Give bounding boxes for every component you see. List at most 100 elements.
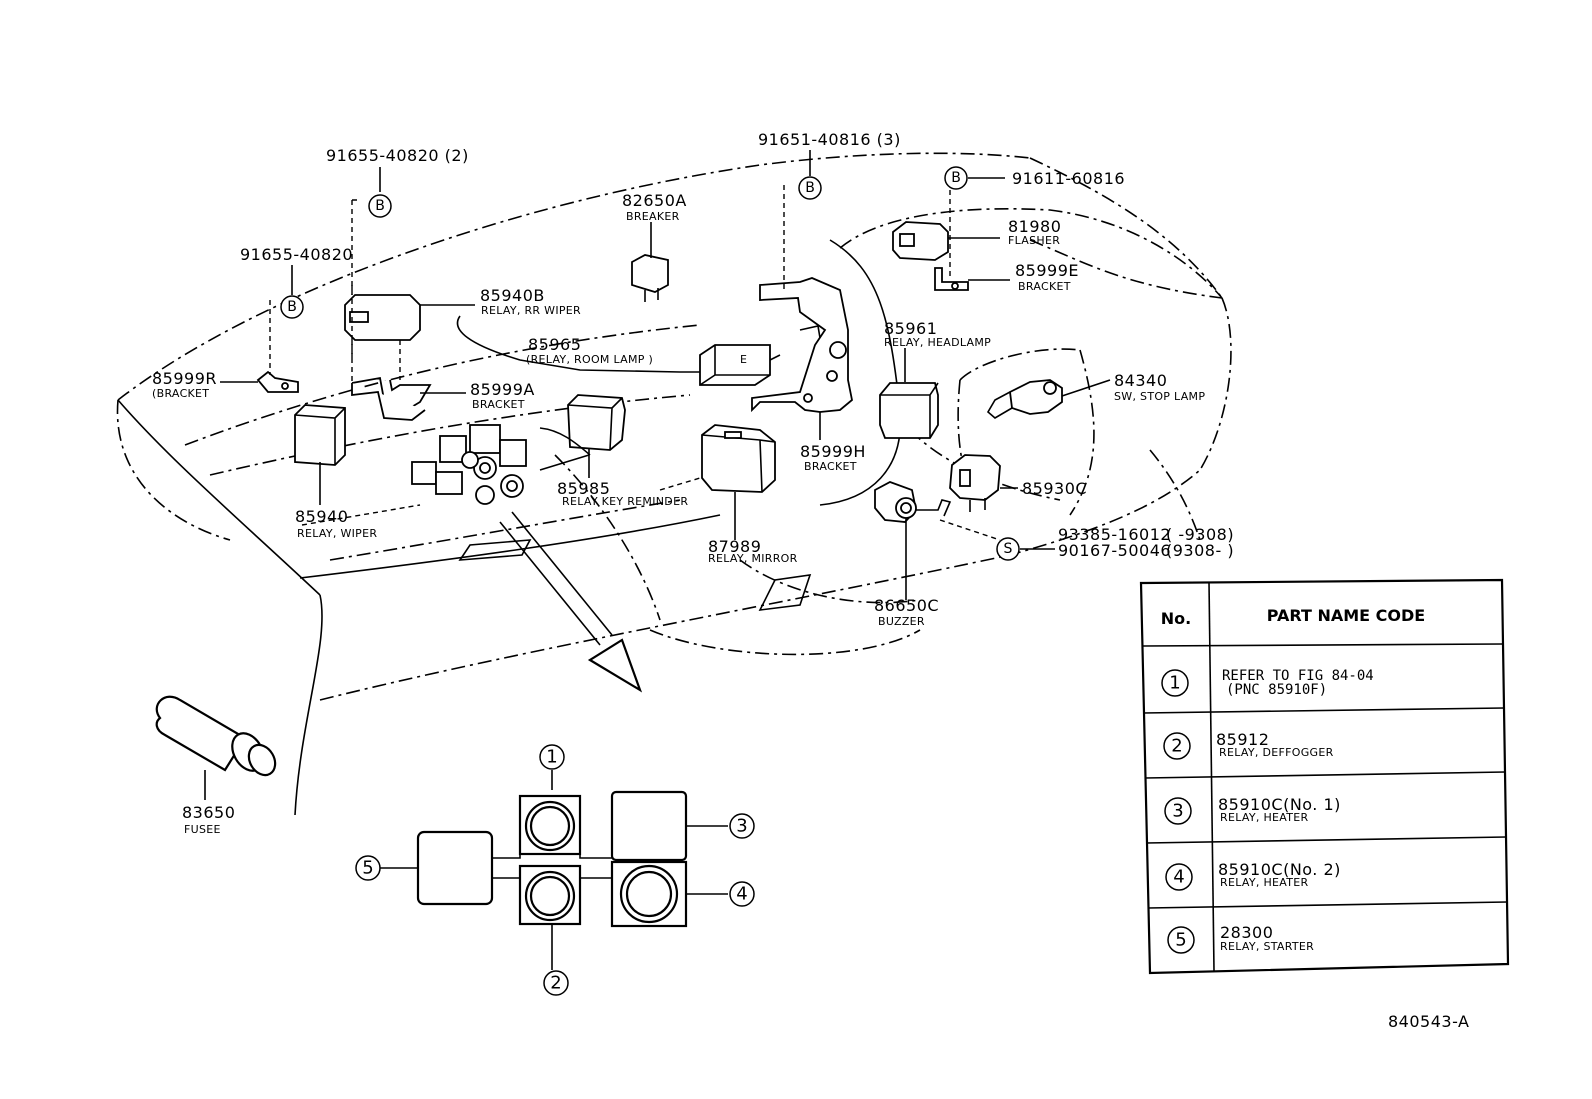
bracket-h-shape <box>751 277 853 413</box>
svg-text:2: 2 <box>550 973 561 994</box>
svg-text:(PNC 85910F): (PNC 85910F) <box>1226 682 1327 698</box>
callout-85985: 85985 <box>557 479 610 498</box>
svg-text:E: E <box>740 353 747 366</box>
callout-85999r: 85999R <box>152 369 217 388</box>
callout-87989-name: RELAY, MIRROR <box>708 552 798 565</box>
svg-text:28300: 28300 <box>1220 923 1273 942</box>
callout-85999a: 85999A <box>470 380 535 399</box>
callout-85999e: 85999E <box>1015 261 1079 280</box>
table-header-name: PART NAME CODE <box>1267 606 1425 625</box>
callout-85999a-name: BRACKET <box>472 398 525 411</box>
callout-85985-name: RELAY KEY REMINDER <box>562 495 688 508</box>
relay-cluster-shape <box>411 424 527 505</box>
bolt-symbol-b-3: B <box>944 166 968 190</box>
svg-text:5: 5 <box>1175 930 1186 951</box>
callout-85940b: 85940B <box>480 286 545 305</box>
svg-text:1: 1 <box>1169 673 1180 694</box>
callout-83650-name: FUSEE <box>184 823 221 836</box>
relay-wiper-shape <box>294 404 346 466</box>
table-row: 3 85910C(No. 1) RELAY, HEATER <box>1164 795 1341 825</box>
buzzer-shape <box>874 481 952 523</box>
svg-text:85910C(No. 2): 85910C(No. 2) <box>1218 860 1341 879</box>
svg-text:4: 4 <box>736 884 747 905</box>
bolt-symbol-b-2: B <box>798 176 822 200</box>
bolt-symbol-b-4: B <box>280 295 304 319</box>
callout-87989: 87989 <box>708 537 761 556</box>
detail-marker-4: 4 <box>729 881 755 907</box>
leader-lines <box>204 150 1111 800</box>
table-row: 2 85912 RELAY, DEFFOGGER <box>1163 730 1334 760</box>
relay-rr-wiper-shape <box>344 294 421 341</box>
callout-81980-name: FLASHER <box>1008 234 1060 247</box>
svg-text:B: B <box>375 198 385 214</box>
callout-86650c: 86650C <box>874 596 939 615</box>
callout-85940: 85940 <box>295 507 348 526</box>
callout-90167-50046-range: (9308- ) <box>1166 541 1234 560</box>
callout-81980: 81980 <box>1008 217 1061 236</box>
callout-93385-16012: 93385-16012 <box>1058 525 1171 544</box>
table-row: 4 85910C(No. 2) RELAY, HEATER <box>1165 860 1341 891</box>
callout-85965-name: (RELAY, ROOM LAMP ) <box>526 353 653 366</box>
svg-text:3: 3 <box>736 816 747 837</box>
svg-text:85910C(No. 1): 85910C(No. 1) <box>1218 795 1341 814</box>
callout-91655-40820: 91655-40820 <box>240 245 353 264</box>
part-name-table: No. PART NAME CODE 1 REFER TO FIG 84-04 … <box>1139 578 1510 975</box>
svg-text:RELAY, HEATER: RELAY, HEATER <box>1220 811 1309 824</box>
stop-lamp-switch-shape <box>986 379 1063 419</box>
callout-85999h: 85999H <box>800 442 866 461</box>
callout-labels: 91655-40820 (2) 91651-40816 (3) 91611-60… <box>152 130 1234 836</box>
callout-85965: 85965 <box>528 335 581 354</box>
callout-85961-name: RELAY, HEADLAMP <box>884 336 991 349</box>
bolt-symbols: B B B B S <box>280 166 1020 561</box>
drawing-number: 840543-A <box>1388 1012 1469 1031</box>
svg-text:B: B <box>805 180 815 196</box>
callout-83650: 83650 <box>182 803 235 822</box>
callout-91651-40816: 91651-40816 (3) <box>758 130 901 149</box>
relay-key-reminder-shape <box>567 394 626 451</box>
callout-85940-name: RELAY, WIPER <box>297 527 377 540</box>
callout-84340: 84340 <box>1114 371 1167 390</box>
detail-arrow <box>499 511 643 693</box>
svg-text:RELAY, DEFFOGGER: RELAY, DEFFOGGER <box>1219 746 1334 759</box>
table-row: 1 REFER TO FIG 84-04 (PNC 85910F) <box>1161 668 1374 698</box>
callout-82650a: 82650A <box>622 191 687 210</box>
detail-marker-5: 5 <box>355 855 381 881</box>
svg-text:REFER TO FIG 84-04: REFER TO FIG 84-04 <box>1222 668 1374 684</box>
bracket-r-shape <box>256 370 299 393</box>
bracket-e-shape <box>934 267 969 291</box>
callout-93385-16012-range: ( -9308) <box>1166 525 1234 544</box>
detail-marker-3: 3 <box>729 813 755 839</box>
detail-marker-2: 2 <box>543 970 569 996</box>
bolt-symbol-b-1: B <box>368 194 392 218</box>
fusee-shape <box>155 695 277 777</box>
relay-room-lamp-shape: E <box>699 344 771 386</box>
callout-90167-50046: 90167-50046 <box>1058 541 1171 560</box>
callout-82650a-name: BREAKER <box>626 210 680 223</box>
bracket-a-shape <box>351 376 432 421</box>
callout-85940b-name: RELAY, RR WIPER <box>481 304 581 317</box>
flasher-shape <box>892 221 949 261</box>
detail-view: 1 2 3 4 5 <box>355 744 755 996</box>
breaker-shape <box>631 254 669 302</box>
svg-text:85912: 85912 <box>1216 730 1269 749</box>
svg-text:3: 3 <box>1172 801 1183 822</box>
callout-91655-40820-2: 91655-40820 (2) <box>326 146 469 165</box>
relay-headlamp-shape <box>879 382 939 439</box>
svg-text:2: 2 <box>1171 736 1182 757</box>
callout-85999h-name: BRACKET <box>804 460 857 473</box>
callout-85999e-name: BRACKET <box>1018 280 1071 293</box>
relay-mirror-shape <box>701 424 776 493</box>
detail-marker-1: 1 <box>539 744 565 770</box>
callout-85999r-name: (BRACKET <box>152 387 209 400</box>
svg-text:B: B <box>287 299 297 315</box>
callout-85930c: 85930C <box>1022 479 1087 498</box>
table-row: 5 28300 RELAY, STARTER <box>1167 923 1314 954</box>
callout-91611-60816: 91611-60816 <box>1012 169 1125 188</box>
table-header-no: No. <box>1161 609 1191 628</box>
svg-text:4: 4 <box>1173 867 1184 888</box>
screw-symbol-s: S <box>996 537 1020 561</box>
svg-text:1: 1 <box>546 747 557 768</box>
callout-84340-name: SW, STOP LAMP <box>1114 390 1205 403</box>
